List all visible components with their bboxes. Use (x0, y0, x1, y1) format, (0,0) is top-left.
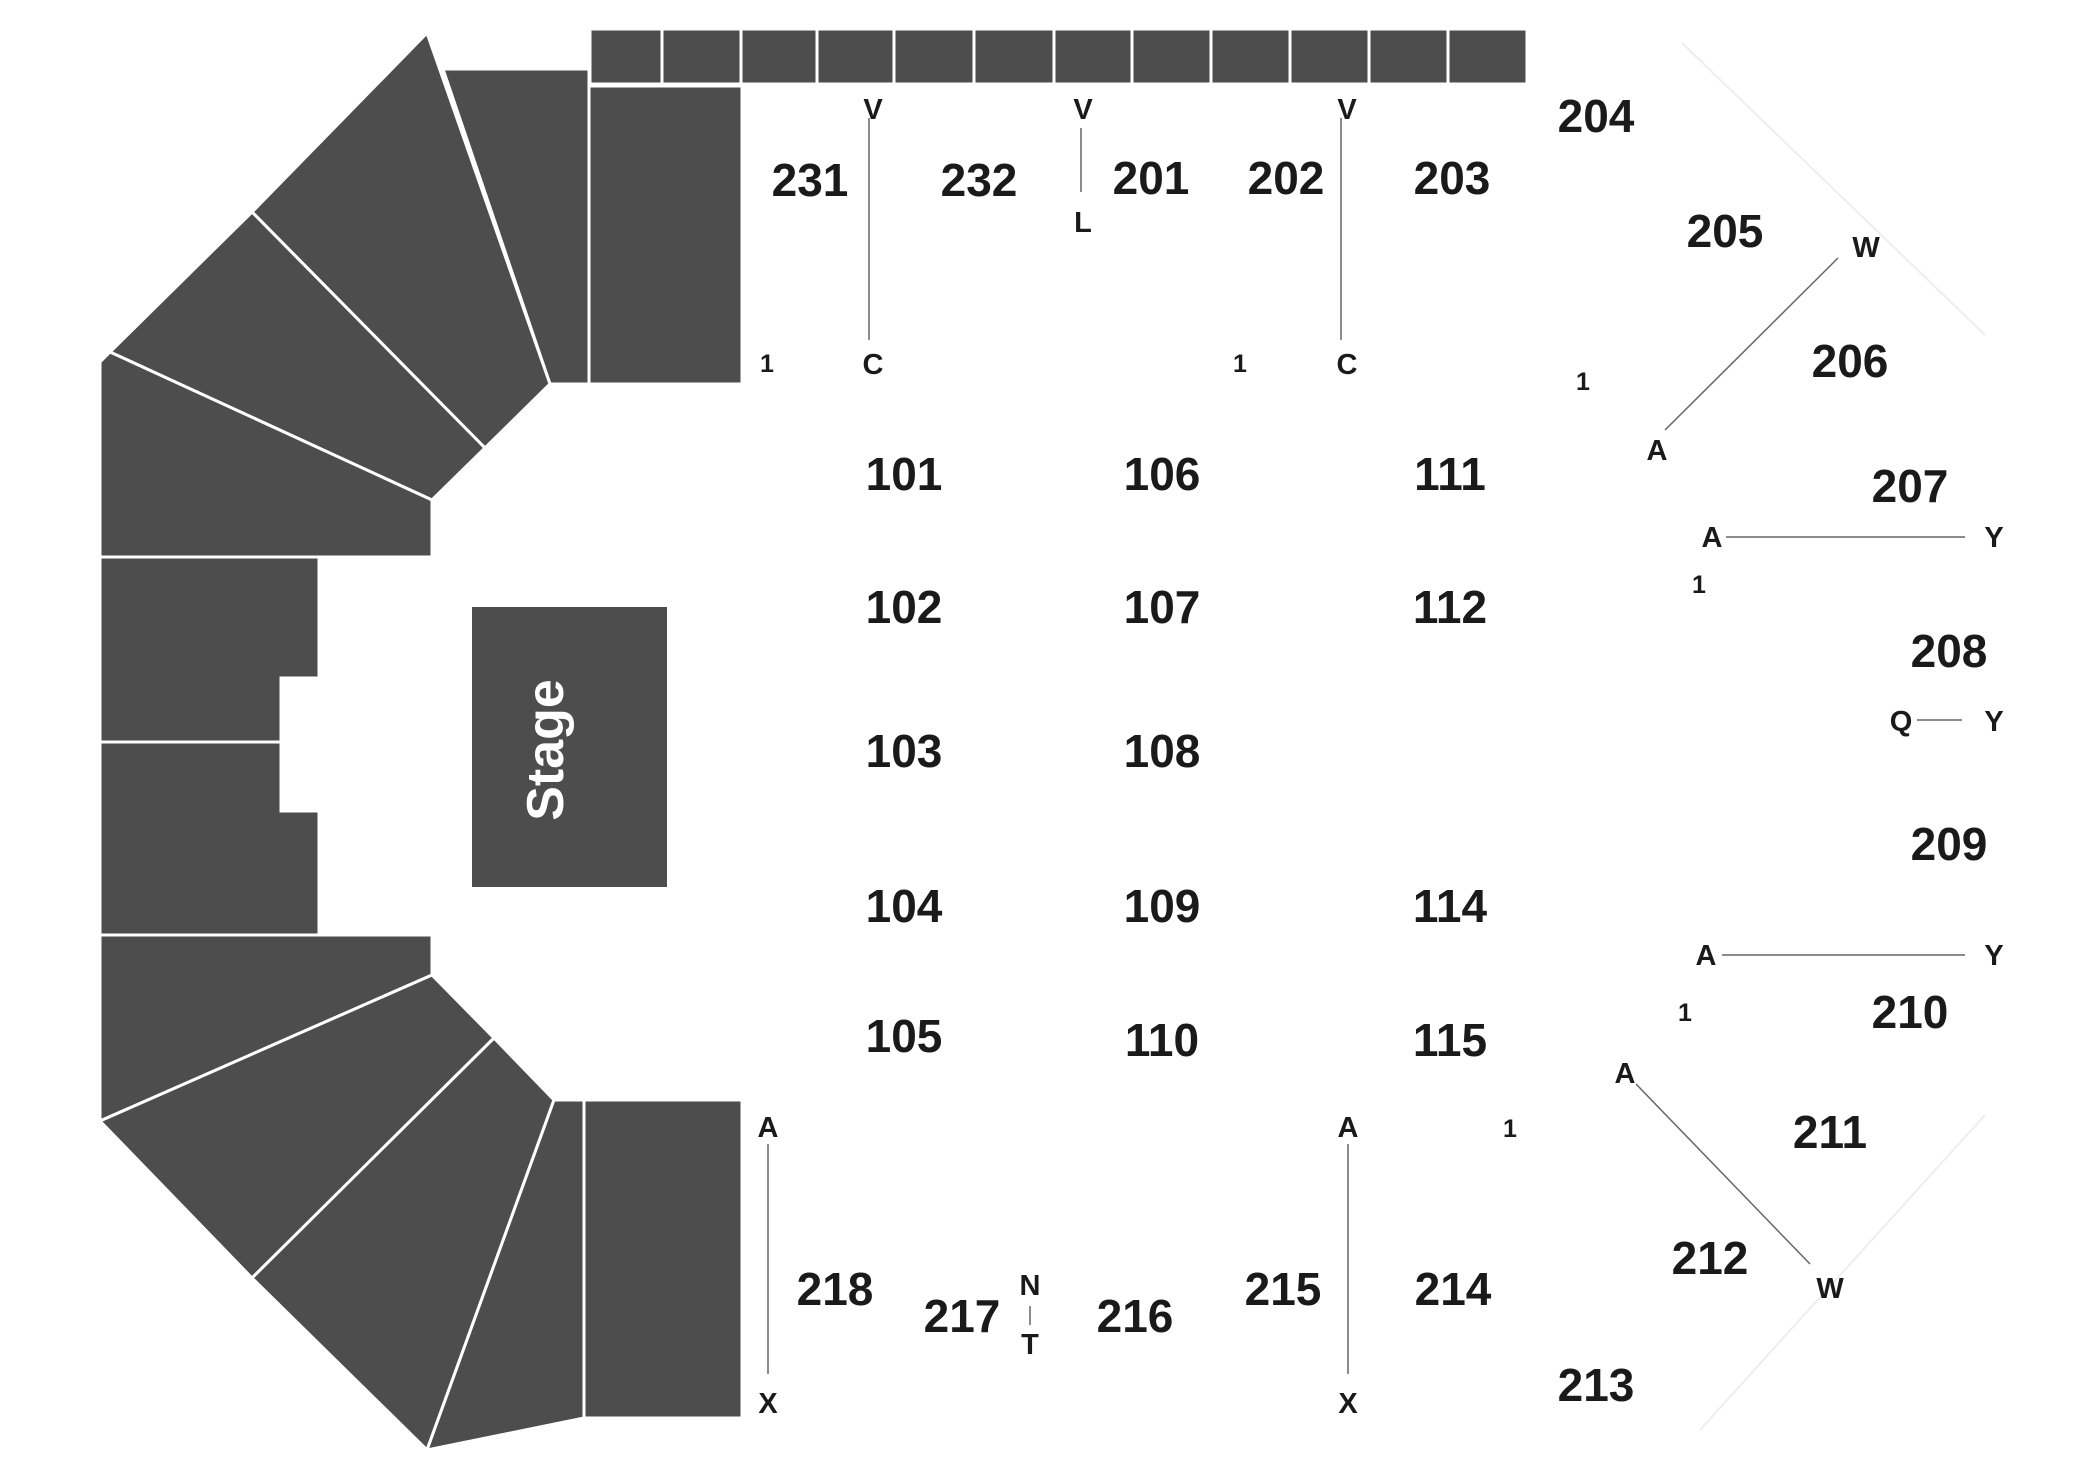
section-112: 112 (1413, 581, 1487, 633)
stage: Stage (472, 607, 667, 887)
section-labels: 231 232 201 202 203 204 205 206 207 208 … (772, 90, 1988, 1411)
section-205: 205 (1687, 205, 1764, 257)
row-label-c: C (1337, 349, 1358, 381)
row-label-v: V (1337, 94, 1357, 126)
section-211: 211 (1793, 1106, 1867, 1158)
row-label-v: V (863, 94, 883, 126)
section-107: 107 (1124, 581, 1201, 633)
row-label-a: A (1647, 435, 1668, 467)
seat-number-markers: 1 1 1 1 1 1 (760, 350, 1706, 1143)
row-label-v: V (1073, 94, 1093, 126)
row-label-n: N (1020, 1270, 1041, 1302)
section-104: 104 (866, 880, 943, 932)
row-label-x: X (1338, 1388, 1358, 1420)
top-box-row[interactable] (588, 27, 1529, 86)
section-108: 108 (1124, 725, 1201, 777)
section-102: 102 (866, 581, 943, 633)
seat-number-1: 1 (1692, 571, 1706, 599)
row-label-a: A (1696, 940, 1717, 972)
row-label-a: A (1615, 1058, 1636, 1090)
section-106: 106 (1124, 448, 1201, 500)
section-203: 203 (1414, 152, 1491, 204)
section-209: 209 (1911, 818, 1988, 870)
section-202: 202 (1248, 152, 1325, 204)
section-111: 111 (1414, 448, 1486, 500)
row-label-c: C (863, 349, 884, 381)
row-label-a: A (1338, 1112, 1359, 1144)
section-114: 114 (1413, 880, 1488, 932)
section-215: 215 (1245, 1263, 1322, 1315)
section-212: 212 (1672, 1232, 1749, 1284)
section-110: 110 (1125, 1014, 1199, 1066)
lower-left-seating-blocks[interactable] (97, 933, 744, 1453)
seat-number-1: 1 (1233, 350, 1247, 378)
seat-number-1: 1 (1678, 999, 1692, 1027)
section-115: 115 (1413, 1014, 1487, 1066)
row-label-y: Y (1984, 706, 2003, 738)
section-105: 105 (866, 1010, 943, 1062)
row-label-x: X (758, 1388, 778, 1420)
section-109: 109 (1124, 880, 1201, 932)
section-214: 214 (1415, 1263, 1492, 1315)
section-232: 232 (941, 154, 1018, 206)
row-label-y: Y (1984, 522, 2003, 554)
row-guide-lines (767, 118, 1965, 1374)
section-207: 207 (1872, 460, 1949, 512)
concourse-outline (1699, 1114, 1986, 1431)
row-labels: V V V L C C W A A Y Q Y A Y A W A X A X … (758, 94, 2004, 1420)
row-label-w: W (1852, 232, 1880, 264)
row-label-l: L (1074, 207, 1092, 239)
left-side-blocks[interactable] (98, 555, 321, 937)
row-label-q: Q (1890, 706, 1913, 738)
row-label-a: A (758, 1112, 779, 1144)
section-208: 208 (1911, 625, 1988, 677)
stage-label: Stage (517, 679, 575, 821)
upper-left-seating-blocks[interactable] (98, 30, 744, 559)
row-label-t: T (1021, 1329, 1039, 1361)
row-label-w: W (1816, 1273, 1844, 1305)
row-label-y: Y (1984, 940, 2003, 972)
row-label-a: A (1702, 522, 1723, 554)
seat-number-1: 1 (1576, 368, 1590, 396)
section-101: 101 (866, 448, 943, 500)
section-231: 231 (772, 154, 849, 206)
section-213: 213 (1558, 1359, 1635, 1411)
concourse-outline (1681, 42, 1986, 336)
section-204: 204 (1558, 90, 1635, 142)
section-201: 201 (1113, 152, 1190, 204)
seat-number-1: 1 (1503, 1115, 1517, 1143)
seat-number-1: 1 (760, 350, 774, 378)
section-216: 216 (1097, 1290, 1174, 1342)
section-103: 103 (866, 725, 943, 777)
section-218: 218 (797, 1263, 874, 1315)
section-217: 217 (924, 1290, 1001, 1342)
section-210: 210 (1872, 986, 1949, 1038)
section-206: 206 (1812, 335, 1889, 387)
